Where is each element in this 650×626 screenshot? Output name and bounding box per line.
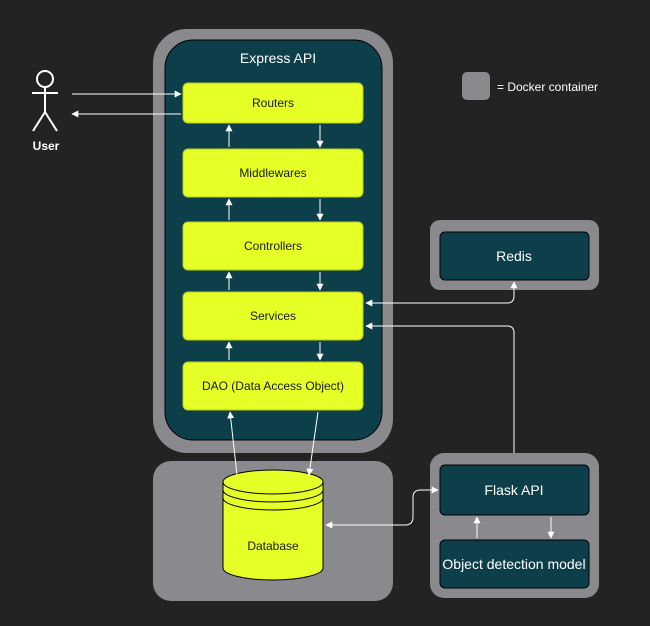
- dao-label: DAO (Data Access Object): [202, 379, 344, 393]
- controllers-label: Controllers: [244, 239, 302, 253]
- dao-box: [182, 361, 364, 411]
- legend-label: = Docker container: [497, 80, 598, 94]
- database-to-dao-arrow: [227, 411, 238, 476]
- services-flask-connector: [365, 322, 518, 464]
- database-label: Database: [247, 539, 299, 553]
- routers-label: Routers: [252, 96, 294, 110]
- flask-api-label: Flask API: [484, 482, 543, 498]
- middlewares-label: Middlewares: [239, 166, 306, 180]
- legend-swatch: [462, 72, 490, 100]
- routers-box: [182, 82, 364, 124]
- user-label: User: [33, 139, 60, 153]
- redis-box: [439, 231, 590, 281]
- redis-label: Redis: [496, 248, 532, 264]
- services-box: [182, 291, 364, 341]
- dao-to-database-arrow: [306, 411, 319, 476]
- express-api-title: Express API: [240, 50, 316, 66]
- object-detection-model-box: [439, 539, 590, 589]
- database-flask-connector: [325, 486, 439, 529]
- middlewares-box: [182, 148, 364, 198]
- services-label: Services: [250, 309, 296, 323]
- controllers-box: [182, 221, 364, 271]
- services-redis-connector: [365, 281, 518, 307]
- flask-api-box: [439, 464, 590, 516]
- object-detection-model-label: Object detection model: [442, 556, 585, 572]
- user-icon: [32, 70, 58, 132]
- database-cylinder-icon: [222, 469, 324, 581]
